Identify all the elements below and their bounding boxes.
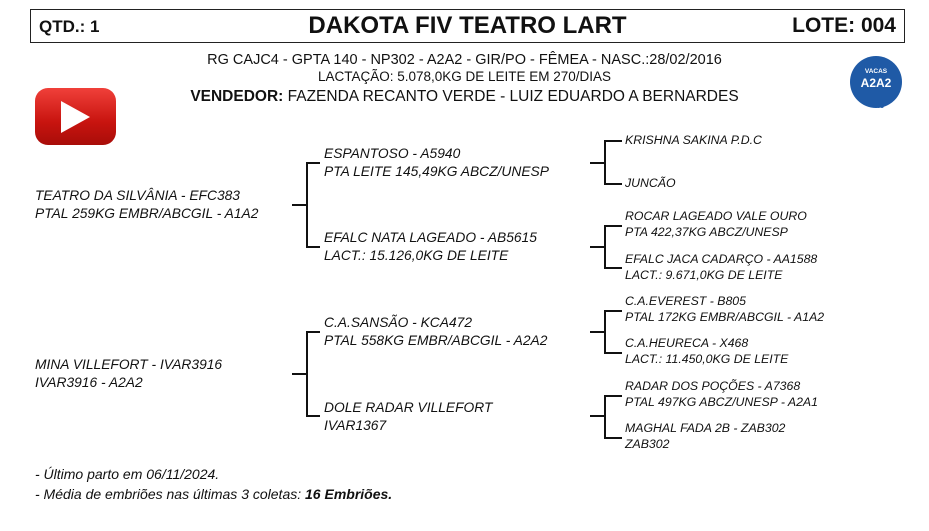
header-box: QTD.: 1 DAKOTA FIV TEATRO LART LOTE: 004 [30, 9, 905, 43]
bracket-line [604, 437, 622, 439]
ggp-3: ROCAR LAGEADO VALE OURO PTA 422,37KG ABC… [625, 208, 807, 240]
bracket-line [306, 331, 308, 416]
a2a2-badge-logo: VACAS A2A2 IC [850, 56, 902, 110]
bracket-line [604, 310, 622, 312]
vendor-label: VENDEDOR: [190, 88, 284, 105]
ggp-8-detail: ZAB302 [625, 437, 670, 451]
last-calving-note: - Último parto em 06/11/2024. [35, 466, 220, 482]
bracket-line [604, 140, 606, 183]
bracket-line [590, 331, 604, 333]
badge-main-text: A2A2 [860, 76, 892, 90]
sire-detail: PTAL 259KG EMBR/ABCGIL - A1A2 [35, 206, 259, 221]
embryo-average-value: 16 Embriões. [305, 486, 393, 502]
play-icon [61, 101, 90, 133]
maternal-granddam-detail: IVAR1367 [324, 418, 387, 433]
maternal-granddam-name: DOLE RADAR VILLEFORT [324, 400, 493, 415]
ggp-8-name: MAGHAL FADA 2B - ZAB302 [625, 421, 786, 435]
bracket-line [604, 225, 622, 227]
maternal-grandsire: C.A.SANSÃO - KCA472 PTAL 558KG EMBR/ABCG… [324, 314, 547, 350]
ggp-4-name: EFALC JACA CADARÇO - AA1588 [625, 252, 818, 266]
sire: TEATRO DA SILVÂNIA - EFC383 PTAL 259KG E… [35, 187, 258, 223]
animal-info: RG CAJC4 - GPTA 140 - NP302 - A2A2 - GIR… [207, 52, 722, 68]
ggp-6-name: C.A.HEURECA - X468 [625, 336, 749, 350]
paternal-granddam-detail: LACT.: 15.126,0KG DE LEITE [324, 248, 509, 263]
page-title: DAKOTA FIV TEATRO LART [308, 12, 627, 39]
bracket-line [604, 395, 606, 438]
bracket-line [604, 225, 606, 268]
paternal-grandsire: ESPANTOSO - A5940 PTA LEITE 145,49KG ABC… [324, 145, 549, 181]
bracket-line [292, 204, 306, 206]
ggp-3-name: ROCAR LAGEADO VALE OURO [625, 209, 807, 223]
paternal-grandsire-name: ESPANTOSO - A5940 [324, 146, 461, 161]
lot-label: LOTE: 004 [792, 14, 896, 37]
ggp-5: C.A.EVEREST - B805 PTAL 172KG EMBR/ABCGI… [625, 293, 824, 325]
bracket-line [306, 415, 320, 417]
ggp-4-detail: LACT.: 9.671,0KG DE LEITE [625, 268, 783, 282]
dam-name: MINA VILLEFORT - IVAR3916 [35, 357, 223, 372]
embryo-average-note: - Média de embriões nas últimas 3 coleta… [35, 486, 392, 502]
bracket-line [306, 331, 320, 333]
bracket-line [306, 162, 308, 247]
bracket-line [604, 183, 622, 185]
bracket-line [590, 162, 604, 164]
ggp-2: JUNCÃO [625, 175, 676, 191]
paternal-granddam-name: EFALC NATA LAGEADO - AB5615 [324, 230, 537, 245]
vendor-value: FAZENDA RECANTO VERDE - LUIZ EDUARDO A B… [283, 88, 739, 105]
bracket-line [604, 352, 622, 354]
ggp-6-detail: LACT.: 11.450,0KG DE LEITE [625, 352, 789, 366]
bracket-line [292, 373, 306, 375]
ggp-8: MAGHAL FADA 2B - ZAB302 ZAB302 [625, 420, 785, 452]
dam-detail: IVAR3916 - A2A2 [35, 375, 143, 390]
badge-top-text: VACAS [864, 68, 888, 75]
vendor-info: VENDEDOR: FAZENDA RECANTO VERDE - LUIZ E… [0, 88, 929, 106]
ggp-4: EFALC JACA CADARÇO - AA1588 LACT.: 9.671… [625, 251, 817, 283]
video-play-button[interactable] [35, 88, 116, 145]
sire-name: TEATRO DA SILVÂNIA - EFC383 [35, 188, 240, 203]
bracket-line [590, 415, 604, 417]
bracket-line [306, 162, 320, 164]
maternal-granddam: DOLE RADAR VILLEFORT IVAR1367 [324, 399, 492, 435]
ggp-3-detail: PTA 422,37KG ABCZ/UNESP [625, 225, 788, 239]
bracket-line [604, 267, 622, 269]
bracket-line [604, 395, 622, 397]
badge-small-text: IC [878, 104, 884, 110]
ggp-1-name: KRISHNA SAKINA P.D.C [625, 133, 762, 147]
maternal-grandsire-detail: PTAL 558KG EMBR/ABCGIL - A2A2 [324, 333, 548, 348]
ggp-7-name: RADAR DOS POÇÕES - A7368 [625, 379, 801, 393]
bracket-line [604, 140, 622, 142]
ggp-5-name: C.A.EVEREST - B805 [625, 294, 746, 308]
ggp-5-detail: PTAL 172KG EMBR/ABCGIL - A1A2 [625, 310, 825, 324]
dam: MINA VILLEFORT - IVAR3916 IVAR3916 - A2A… [35, 356, 222, 392]
ggp-6: C.A.HEURECA - X468 LACT.: 11.450,0KG DE … [625, 335, 788, 367]
quantity-label: QTD.: 1 [39, 17, 100, 36]
maternal-grandsire-name: C.A.SANSÃO - KCA472 [324, 315, 472, 330]
embryo-average-label: - Média de embriões nas últimas 3 coleta… [35, 486, 306, 502]
ggp-7-detail: PTAL 497KG ABCZ/UNESP - A2A1 [625, 395, 818, 409]
bracket-line [306, 246, 320, 248]
lactation-info: LACTAÇÃO: 5.078,0KG DE LEITE EM 270/DIAS [317, 69, 612, 84]
ggp-7: RADAR DOS POÇÕES - A7368 PTAL 497KG ABCZ… [625, 378, 818, 410]
ggp-1: KRISHNA SAKINA P.D.C [625, 132, 762, 148]
paternal-grandsire-detail: PTA LEITE 145,49KG ABCZ/UNESP [324, 164, 549, 179]
paternal-granddam: EFALC NATA LAGEADO - AB5615 LACT.: 15.12… [324, 229, 537, 265]
bracket-line [604, 310, 606, 353]
bracket-line [590, 246, 604, 248]
ggp-2-name: JUNCÃO [625, 176, 676, 190]
